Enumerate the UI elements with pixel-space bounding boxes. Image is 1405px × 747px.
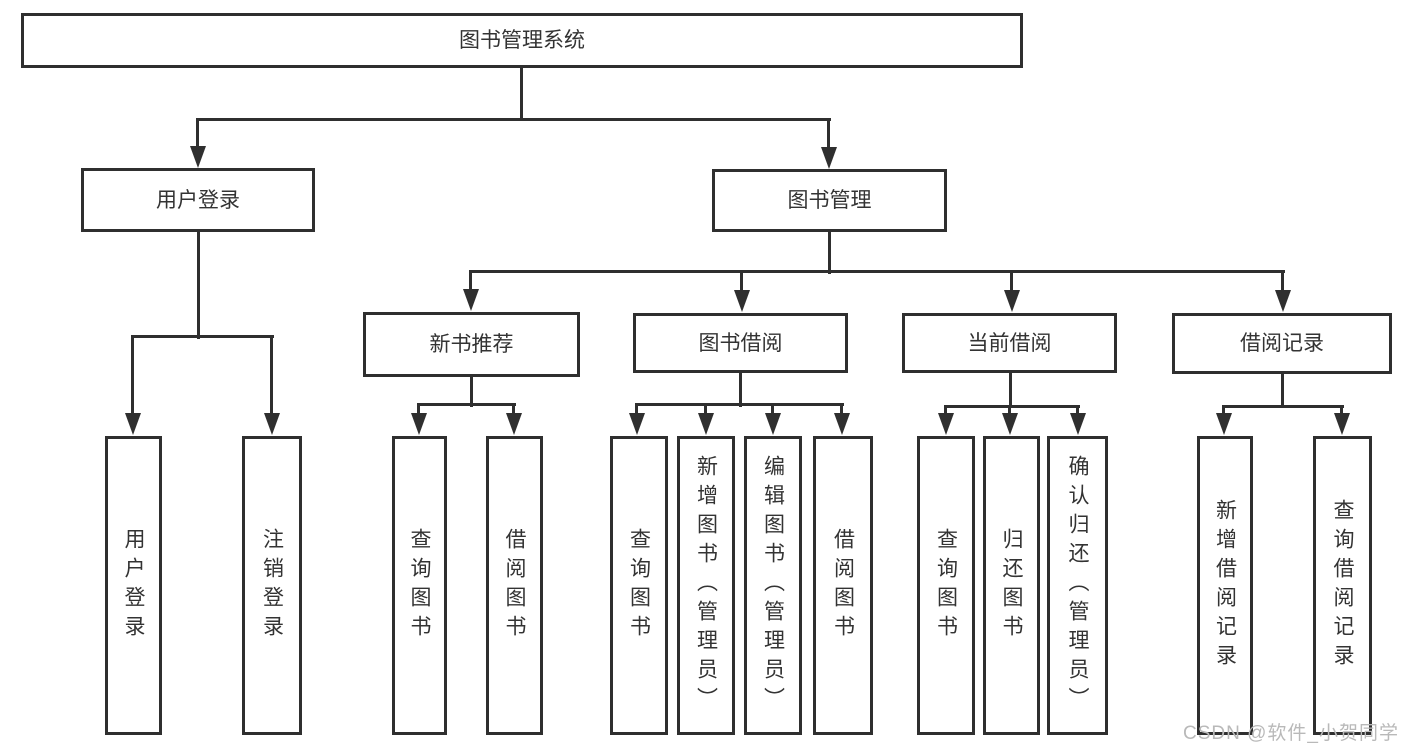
connector-line bbox=[1009, 373, 1012, 408]
arrow-down-icon bbox=[629, 413, 645, 435]
node-book-borrowing: 图书借阅 bbox=[633, 313, 848, 373]
connector-line bbox=[197, 118, 831, 121]
arrow-down-icon bbox=[125, 413, 141, 435]
node-borrowing-records: 借阅记录 bbox=[1172, 313, 1392, 374]
arrow-shaft bbox=[512, 405, 515, 419]
connector-line bbox=[197, 232, 200, 339]
arrow-down-icon bbox=[765, 413, 781, 435]
arrow-down-icon bbox=[190, 146, 206, 168]
arrow-down-icon bbox=[463, 289, 479, 311]
node-book-management: 图书管理 bbox=[712, 169, 947, 232]
arrow-down-icon bbox=[1070, 413, 1086, 435]
arrow-down-icon bbox=[1216, 413, 1232, 435]
node-leaf-borrow-books-2: 借阅图书 bbox=[813, 436, 873, 735]
connector-line bbox=[520, 68, 523, 120]
arrow-shaft bbox=[771, 405, 774, 419]
node-leaf-query-books-1: 查询图书 bbox=[392, 436, 447, 735]
arrow-down-icon bbox=[264, 413, 280, 435]
node-leaf-logout: 注销登录 bbox=[242, 436, 302, 735]
arrow-shaft bbox=[1281, 272, 1284, 296]
arrow-down-icon bbox=[821, 147, 837, 169]
node-leaf-query-books-2: 查询图书 bbox=[610, 436, 668, 735]
node-new-book-recommend: 新书推荐 bbox=[363, 312, 580, 377]
arrow-down-icon bbox=[938, 413, 954, 435]
node-leaf-confirm-return: 确认归还（管理员） bbox=[1047, 436, 1108, 735]
node-leaf-return-books: 归还图书 bbox=[983, 436, 1040, 735]
arrow-shaft bbox=[417, 405, 420, 419]
arrow-shaft bbox=[469, 272, 472, 295]
arrow-shaft bbox=[270, 337, 273, 419]
node-leaf-query-borrow-record: 查询借阅记录 bbox=[1313, 436, 1372, 735]
arrow-down-icon bbox=[1334, 413, 1350, 435]
arrow-down-icon bbox=[698, 413, 714, 435]
node-leaf-edit-books: 编辑图书（管理员） bbox=[744, 436, 802, 735]
node-leaf-add-books: 新增图书（管理员） bbox=[677, 436, 735, 735]
connector-line bbox=[131, 335, 274, 338]
connector-line bbox=[1281, 374, 1284, 408]
arrow-shaft bbox=[704, 405, 707, 419]
arrow-down-icon bbox=[1275, 290, 1291, 312]
node-user-login: 用户登录 bbox=[81, 168, 315, 232]
connector-line bbox=[944, 405, 1080, 408]
arrow-shaft bbox=[131, 337, 134, 419]
connector-line bbox=[470, 377, 473, 407]
connector-line bbox=[739, 373, 742, 407]
node-leaf-borrow-books-1: 借阅图书 bbox=[486, 436, 543, 735]
connector-line bbox=[828, 232, 831, 274]
arrow-shaft bbox=[196, 118, 199, 152]
watermark-text: CSDN @软件_小贺同学 bbox=[1183, 723, 1399, 744]
node-leaf-user-login: 用户登录 bbox=[105, 436, 162, 735]
node-leaf-add-borrow-record: 新增借阅记录 bbox=[1197, 436, 1253, 735]
arrow-shaft bbox=[840, 405, 843, 419]
node-root: 图书管理系统 bbox=[21, 13, 1023, 68]
connector-line bbox=[635, 403, 844, 406]
connector-line bbox=[1222, 405, 1344, 408]
arrow-down-icon bbox=[734, 290, 750, 312]
arrow-shaft bbox=[827, 118, 830, 153]
arrow-shaft bbox=[635, 405, 638, 419]
node-current-borrowing: 当前借阅 bbox=[902, 313, 1117, 373]
arrow-down-icon bbox=[1002, 413, 1018, 435]
arrow-down-icon bbox=[411, 413, 427, 435]
connector-line bbox=[417, 403, 516, 406]
arrow-down-icon bbox=[506, 413, 522, 435]
connector-line bbox=[469, 270, 1285, 273]
arrow-down-icon bbox=[834, 413, 850, 435]
arrow-shaft bbox=[1010, 272, 1013, 296]
arrow-shaft bbox=[740, 272, 743, 296]
node-leaf-query-books-3: 查询图书 bbox=[917, 436, 975, 735]
arrow-down-icon bbox=[1004, 290, 1020, 312]
